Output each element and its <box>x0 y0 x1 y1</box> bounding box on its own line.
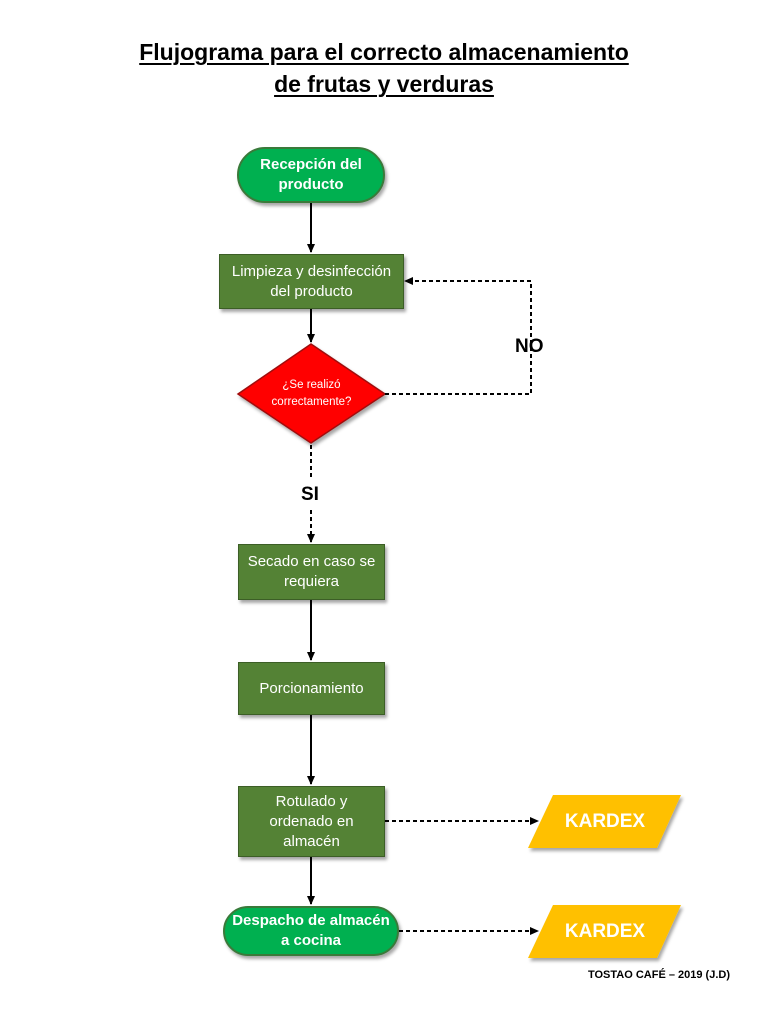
label-no: NO <box>515 336 544 357</box>
title-line-1: Flujograma para el correcto almacenamien… <box>139 39 629 65</box>
node-porcionamiento: Porcionamiento <box>238 662 385 715</box>
node-limpieza: Limpieza y desinfección del producto <box>219 254 404 309</box>
node-recepcion-label: Recepción del producto <box>260 156 362 193</box>
footer-credit: TOSTAO CAFÉ – 2019 (J.D) <box>587 969 730 981</box>
node-rotulado: Rotulado y ordenado en almacén <box>238 786 385 857</box>
node-recepcion: Recepción del producto <box>237 147 385 203</box>
node-secado: Secado en caso se requiera <box>238 544 385 600</box>
title-line-2: de frutas y verduras <box>274 71 494 97</box>
kardex-top-label: KARDEX <box>564 810 646 832</box>
node-despacho: Despacho de almacén a cocina <box>223 906 399 956</box>
node-despacho-label: Despacho de almacén a cocina <box>232 912 390 949</box>
decision-label-line-1: ¿Se realizó <box>282 379 341 391</box>
node-limpieza-label: Limpieza y desinfección del producto <box>231 262 392 300</box>
decision-label: ¿Se realizó correctamente? <box>238 377 385 411</box>
no-loop-connector <box>385 277 532 395</box>
decision-label-line-2: correctamente? <box>271 396 352 408</box>
decision-diamond <box>236 343 387 444</box>
node-rotulado-label: Rotulado y ordenado en almacén <box>269 792 354 850</box>
diagram-title: Flujograma para el correcto almacenamien… <box>0 36 768 100</box>
node-secado-label: Secado en caso se requiera <box>247 553 376 590</box>
kardex-bottom-shape <box>528 905 681 958</box>
kardex-bottom-label: KARDEX <box>564 920 646 942</box>
kardex-top-shape <box>528 795 681 848</box>
label-si: SI <box>301 484 319 505</box>
node-porcionamiento-label: Porcionamiento <box>259 679 364 697</box>
